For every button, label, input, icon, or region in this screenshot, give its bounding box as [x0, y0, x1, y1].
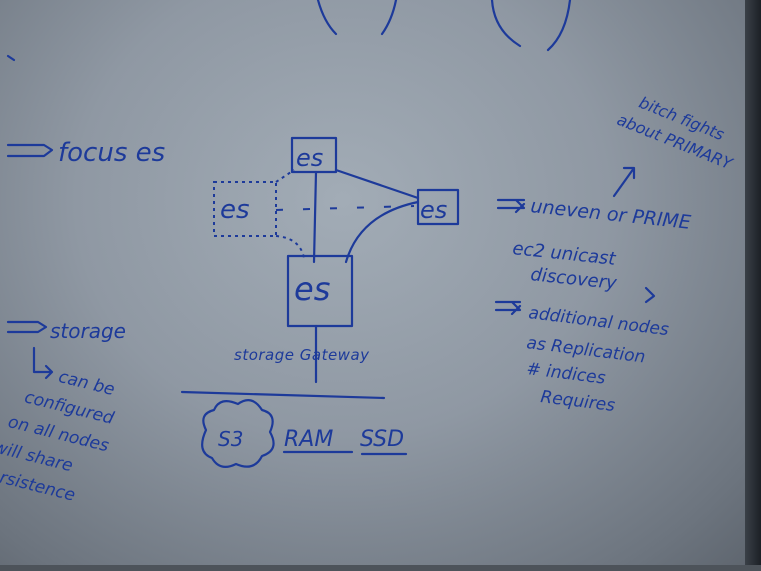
top-curve-right-a — [490, 0, 522, 48]
ec2-line-1: ec2 unicast — [511, 238, 617, 270]
node-top-box — [290, 136, 338, 174]
ec2-arrow — [644, 286, 656, 304]
link-top-to-right — [334, 168, 420, 200]
arrow-up-to-note — [612, 166, 636, 198]
top-curve-left-a — [316, 0, 338, 36]
s3-cloud — [201, 399, 275, 469]
gateway-baseline — [180, 390, 386, 400]
whiteboard-frame-bottom — [0, 565, 761, 571]
gateway-text: storage Gateway — [234, 346, 370, 364]
top-curve-left-b — [380, 0, 398, 36]
arrow-storage — [6, 320, 48, 334]
top-curve-right-b — [546, 0, 572, 52]
arrow-focus — [6, 143, 54, 158]
additional-line-4: Requires — [539, 387, 616, 416]
double-arrow-additional — [494, 300, 522, 316]
link-ghost-curve — [275, 235, 305, 259]
node-ghost-box — [213, 181, 277, 237]
node-ghost-label: es — [220, 195, 250, 225]
storage-note: can be configured on all nodes will shar… — [0, 367, 117, 506]
storage-text: storage — [50, 319, 126, 343]
link-top-to-bottom — [312, 170, 318, 264]
double-arrow-uneven — [496, 198, 526, 214]
whiteboard-frame-edge — [745, 0, 761, 571]
ram-label: RAM — [284, 427, 333, 452]
bracket-arrow — [32, 346, 54, 380]
s3-label: S3 — [218, 427, 243, 451]
additional-line-3: # indices — [525, 359, 606, 389]
focus-text: focus es — [58, 138, 165, 168]
node-bottom-label: es — [294, 270, 330, 308]
link-curve-right-to-bottom — [344, 200, 420, 264]
ssd-label: SSD — [360, 427, 404, 452]
uneven-text: uneven or PRIME — [529, 195, 691, 234]
additional-line-1: additional nodes — [527, 303, 670, 340]
storage-note-line-1: can be — [56, 367, 116, 400]
small-mark — [6, 54, 16, 62]
node-top-label: es — [296, 144, 323, 172]
node-bottom-box — [286, 254, 354, 328]
node-right-label: es — [420, 196, 447, 224]
node-right-box — [416, 188, 460, 226]
fights-note: bitch fights about PRIMARY — [614, 93, 736, 174]
